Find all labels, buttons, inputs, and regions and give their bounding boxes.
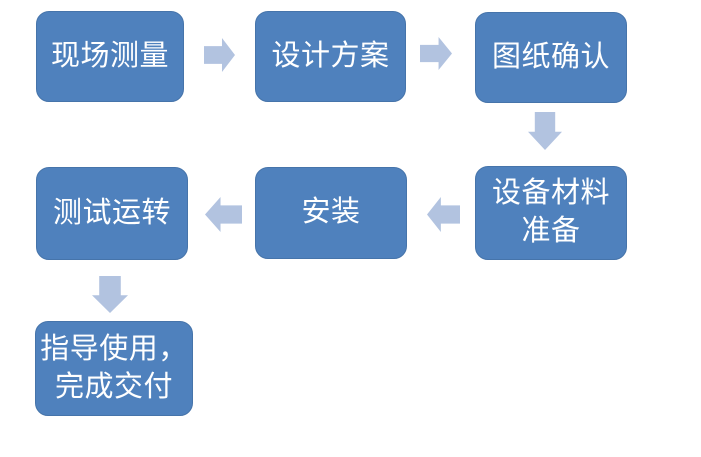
arrow-right-1 [204, 38, 235, 72]
flow-node-test-operation: 测试运转 [36, 167, 188, 260]
flow-node-site-measurement: 现场测量 [36, 11, 184, 102]
arrow-down-1 [528, 112, 562, 150]
arrow-right-2 [420, 37, 452, 70]
flow-node-design-plan: 设计方案 [255, 11, 406, 102]
arrow-left-2 [205, 197, 242, 232]
flow-node-delivery: 指导使用， 完成交付 [35, 321, 193, 416]
flow-node-equipment-material-preparation: 设备材料 准备 [475, 166, 627, 260]
flow-node-drawing-confirmation: 图纸确认 [475, 12, 627, 103]
arrow-left-1 [427, 197, 460, 232]
flow-node-installation: 安装 [255, 167, 407, 259]
arrow-down-2 [92, 276, 128, 313]
